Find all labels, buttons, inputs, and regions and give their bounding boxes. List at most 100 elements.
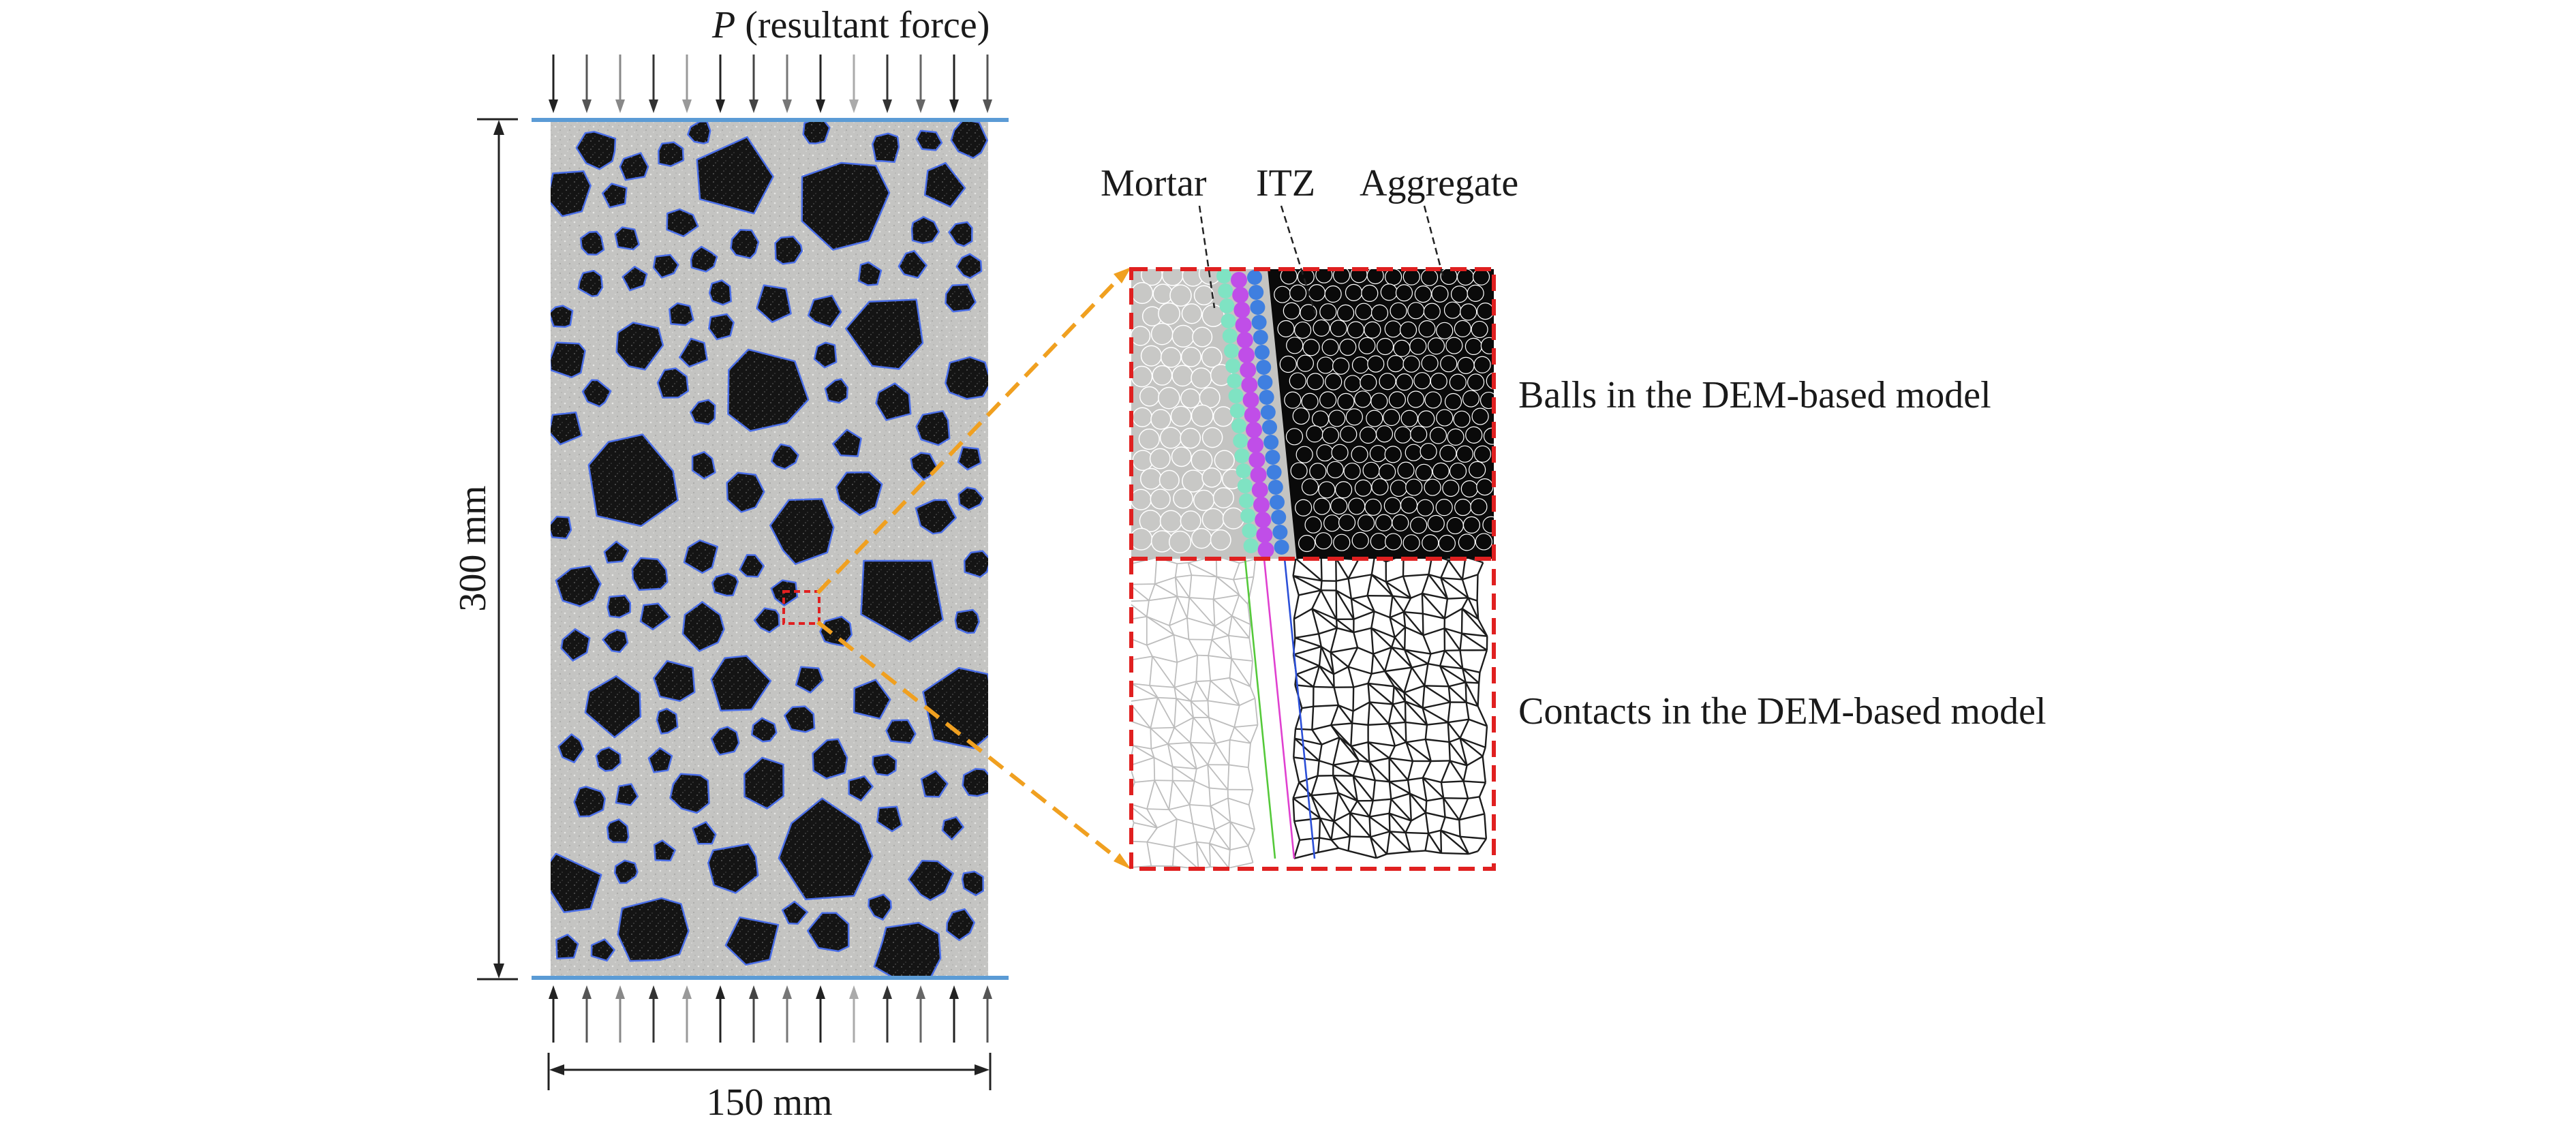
- aggregate-particle: [885, 719, 917, 744]
- itz-ball: [1253, 497, 1270, 513]
- itz-ball: [1231, 418, 1246, 433]
- aggregate-particle: [639, 602, 671, 631]
- load-arrow: [615, 985, 625, 1043]
- mortar-ball: [1180, 427, 1201, 449]
- aggregate-ball: [1443, 301, 1462, 319]
- aggregate-ball: [1321, 339, 1339, 356]
- itz-ball: [1259, 390, 1274, 405]
- aggregate-particle: [910, 216, 940, 245]
- aggregate-ball: [1447, 428, 1465, 446]
- aggregate-ball: [1462, 516, 1480, 534]
- aggregate-ball: [1424, 478, 1441, 496]
- aggregate-particle: [615, 322, 664, 371]
- aggregate-particle: [781, 900, 808, 925]
- mortar-ball: [1132, 407, 1152, 427]
- mortar-ball: [1173, 488, 1193, 509]
- aggregate-ball: [1317, 356, 1334, 374]
- aggregate-ball: [1413, 372, 1431, 390]
- itz-ball: [1266, 465, 1282, 480]
- aggregate-particle: [907, 859, 954, 901]
- contacts-panel: [1131, 559, 1494, 869]
- aggregate-ball: [1319, 303, 1337, 321]
- aggregate-ball: [1397, 461, 1415, 479]
- aggregate-ball: [1476, 478, 1494, 496]
- aggregate-ball: [1358, 514, 1375, 532]
- itz-ball: [1241, 377, 1258, 393]
- aggregate-ball: [1469, 461, 1486, 478]
- aggregate-particle: [845, 298, 924, 370]
- itz-ball: [1262, 420, 1277, 435]
- aggregate-ball: [1446, 517, 1464, 535]
- itz-ball: [1246, 422, 1262, 438]
- aggregate-ball: [1315, 532, 1332, 550]
- aggregate-particle: [824, 378, 848, 404]
- aggregate-particle: [770, 443, 799, 470]
- aggregate-ball: [1399, 321, 1417, 339]
- aggregate-particle: [687, 121, 711, 144]
- aggregate-particle: [573, 786, 607, 818]
- aggregate-ball: [1393, 339, 1411, 357]
- itz-ball: [1247, 437, 1264, 453]
- contacts-caption: Contacts in the DEM-based model: [1518, 690, 2046, 733]
- itz-ball: [1244, 407, 1261, 423]
- zoom-connector-lines: [816, 271, 1126, 866]
- aggregate-particle: [652, 253, 679, 279]
- aggregate-particle: [872, 132, 900, 164]
- mortar-ball: [1131, 527, 1153, 551]
- aggregate-ball: [1394, 426, 1412, 444]
- aggregate-particle: [555, 934, 579, 960]
- itz-ball: [1228, 388, 1244, 403]
- aggregate-particle: [774, 235, 803, 265]
- aggregate-ball: [1286, 337, 1304, 354]
- load-arrow: [816, 55, 825, 113]
- load-arrow: [716, 55, 725, 113]
- aggregate-ball: [1473, 445, 1492, 463]
- aggregate-particle: [656, 367, 689, 399]
- itz-ball: [1253, 330, 1268, 345]
- aggregate-ball: [1279, 355, 1297, 373]
- aggregate-ball: [1439, 444, 1457, 462]
- aggregate-ball: [1367, 355, 1385, 373]
- mortar-ball: [1180, 510, 1201, 532]
- aggregate-ball: [1467, 373, 1485, 391]
- mortar-ball: [1131, 326, 1151, 346]
- aggregate-ball: [1421, 354, 1439, 372]
- load-arrow: [749, 985, 758, 1043]
- aggregate-particle: [860, 559, 944, 643]
- aggregate-ball: [1371, 478, 1389, 496]
- aggregate-particle: [603, 540, 630, 564]
- aggregate-particle: [690, 245, 718, 273]
- zoom-frame: [1129, 267, 1496, 871]
- aggregate-ball: [1311, 410, 1330, 428]
- aggregate-particle: [681, 601, 725, 652]
- itz-ball: [1233, 433, 1248, 448]
- aggregate-ball: [1407, 302, 1425, 320]
- aggregate-particle: [812, 738, 848, 780]
- aggregate-ball: [1472, 269, 1490, 286]
- mortar-ball: [1140, 345, 1163, 367]
- mortar-ball: [1180, 388, 1201, 409]
- aggregate-ball: [1332, 269, 1351, 284]
- aggregate-ball: [1418, 320, 1436, 338]
- load-arrow: [983, 55, 992, 113]
- aggregate-ball: [1456, 445, 1474, 463]
- aggregate-ball: [1324, 285, 1342, 303]
- aggregate-ball: [1336, 304, 1355, 322]
- load-arrow: [983, 985, 992, 1043]
- itz-ball: [1251, 482, 1268, 498]
- aggregate-ball: [1295, 499, 1313, 517]
- aggregate-ball: [1366, 269, 1384, 285]
- aggregate-particle: [872, 753, 898, 777]
- aggregate-ball: [1366, 410, 1383, 427]
- load-arrow: [582, 55, 592, 113]
- aggregate-particle: [778, 797, 874, 901]
- aggregate-particle: [710, 655, 772, 712]
- aggregate-particle: [963, 550, 988, 578]
- label-leader-lines: [1198, 205, 1445, 314]
- aggregate-particle: [656, 707, 679, 735]
- aggregate-particle: [590, 938, 615, 962]
- aggregate-ball: [1309, 463, 1327, 480]
- mortar-ball: [1139, 386, 1160, 407]
- aggregate-ball: [1385, 269, 1402, 286]
- aggregate-ball: [1295, 446, 1313, 463]
